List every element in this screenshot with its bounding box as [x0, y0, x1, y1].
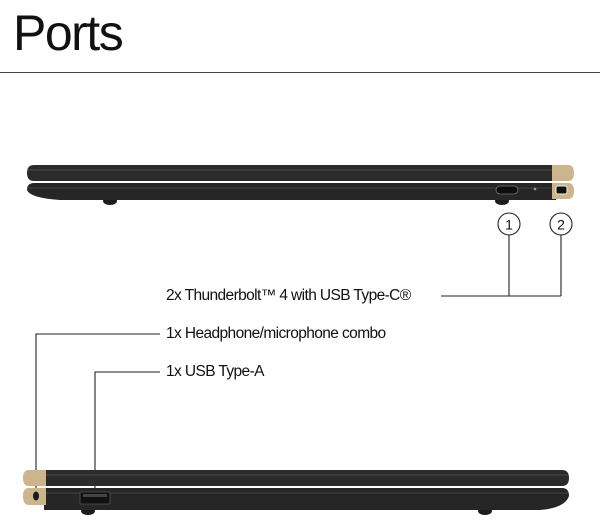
usb-a-label: 1x USB Type-A [166, 363, 264, 380]
headphone-label: 1x Headphone/microphone combo [166, 325, 386, 342]
hinge [552, 165, 574, 181]
usb-a-port-icon [79, 491, 111, 505]
led-indicator [533, 187, 537, 191]
headphone-jack-icon [33, 491, 39, 501]
usb-c-port-2-icon [555, 185, 568, 195]
thunderbolt-leader-line [441, 235, 562, 297]
headphone-leader-line [35, 333, 160, 497]
laptop-right-side [27, 165, 574, 205]
laptop-left-side [23, 470, 569, 515]
title-divider [0, 72, 600, 73]
usb-a-leader-line [94, 371, 160, 492]
marker-2-label: 2 [557, 217, 565, 233]
thunderbolt-label: 2x Thunderbolt™ 4 with USB Type-C® [166, 287, 411, 304]
marker-1-label: 1 [505, 217, 513, 233]
usb-c-port-icon [495, 185, 519, 195]
page-title: Ports [13, 5, 124, 61]
hinge [23, 470, 46, 486]
